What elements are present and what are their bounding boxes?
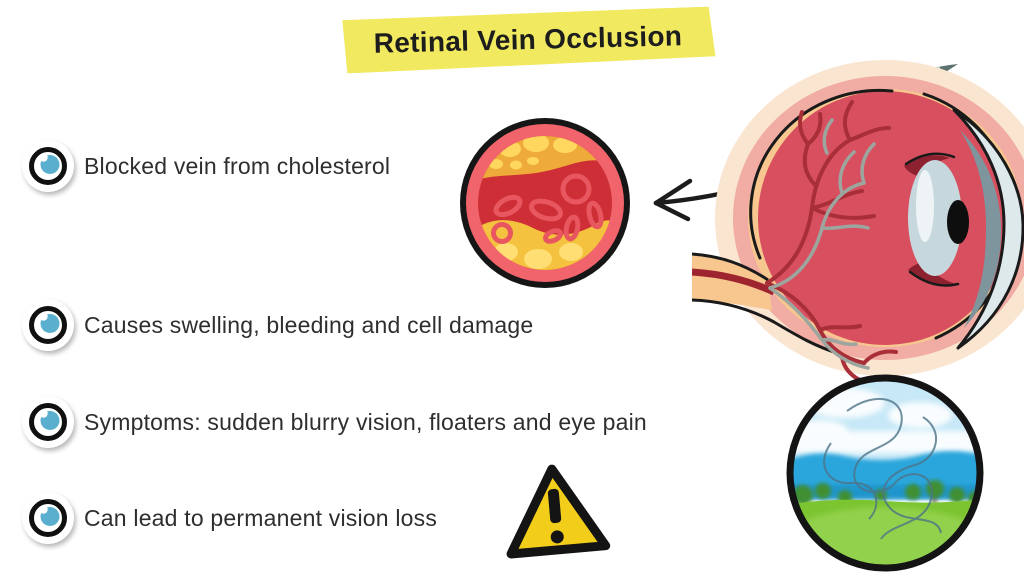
bullet-label: Blocked vein from cholesterol — [84, 152, 391, 179]
warning-triangle-icon — [506, 464, 611, 559]
blocked-vessel-illustration — [460, 118, 630, 288]
cornea — [952, 108, 1024, 350]
plaque-lipid-blobs — [494, 243, 583, 270]
iris-outline — [904, 152, 960, 287]
plaque-lipid-blobs — [489, 136, 577, 170]
red-blood-cells — [491, 173, 604, 244]
retinal-arteries — [768, 118, 876, 370]
circle-border — [786, 374, 984, 572]
title-highlight: Retinal Vein Occlusion — [340, 6, 715, 73]
floaters — [823, 397, 942, 540]
bullet-blocked-vein: Blocked vein from cholesterol — [22, 140, 390, 192]
bullet-swelling: Causes swelling, bleeding and cell damag… — [22, 299, 533, 351]
bullet-label: Causes swelling, bleeding and cell damag… — [84, 311, 534, 338]
optic-nerve — [692, 252, 842, 356]
page-title: Retinal Vein Occlusion — [373, 20, 683, 59]
bullet-vision-loss: Can lead to permanent vision loss — [22, 492, 437, 544]
bullet-symptoms: Symptoms: sudden blurry vision, floaters… — [22, 396, 647, 448]
bullet-label: Symptoms: sudden blurry vision, floaters… — [84, 408, 647, 435]
eye-icon — [22, 492, 74, 544]
eye-icon — [22, 396, 74, 448]
eye-icon — [22, 140, 74, 192]
pupil — [947, 200, 969, 244]
bullet-label: Can lead to permanent vision loss — [84, 504, 438, 531]
lens — [908, 160, 962, 276]
retinal-veins — [765, 100, 898, 384]
eye-anatomy-illustration — [692, 60, 1024, 384]
blurry-vision-illustration — [786, 374, 984, 572]
eye-icon — [22, 299, 74, 351]
